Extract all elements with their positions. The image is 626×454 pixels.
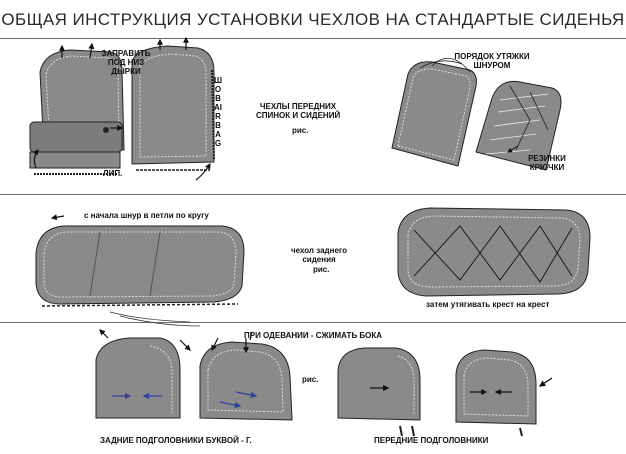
front-covers-caption-line-1: ЧЕХЛЫ ПЕРЕДНИХ [259,102,337,111]
page-title: ОБЩАЯ ИНСТРУКЦИЯ УСТАНОВКИ ЧЕХЛОВ НА СТА… [1,10,625,29]
rear-headrest-1-illustration [95,329,191,419]
rear-headrest-2-illustration [199,337,293,421]
front-seat-back-rear-illustration [131,36,215,181]
squeeze-arrow [249,331,253,341]
lacing-order-line-2: ШНУРОМ [473,61,511,70]
divider-lower [0,322,626,323]
rear-seat-caption-line-1: чехол заднего [290,246,348,255]
figure-label-2: рис. [313,265,330,274]
front-headrests-caption: ПЕРЕДНИЕ ПОДГОЛОВНИКИ [374,436,489,445]
divider-middle [0,194,626,195]
front-covers-caption: ЧЕХЛЫ ПЕРЕДНИХ СПИНОК И СИДЕНИЙ [256,102,340,120]
loop-note: с начала шнур в петли по кругу [84,211,209,220]
rear-seat-lacing-illustration [397,207,591,297]
tuck-label-line-3: ДЫРКИ [111,67,141,76]
lacing-order-line-1: ПОРЯДОК УТЯЖКИ [454,52,530,61]
tuck-label-line-2: ПОД НИЗ [107,58,145,67]
rear-seat-caption: чехол заднего сидения [284,246,354,264]
tuck-label-line-1: ЗАПРАВИТЬ [101,49,151,58]
hooks-label-line-2: КРЮЧКИ [529,163,565,172]
figure-label-1: рис. [292,126,309,135]
rear-seat-caption-line-2: сидения [302,255,336,264]
front-covers-caption-line-2: СПИНОК И СИДЕНИЙ [256,111,341,120]
figure-label-3: рис. [302,375,319,384]
airbag-seam-label: ШОВ AIRBAG [213,76,223,148]
rear-seat-cover-illustration [35,214,245,327]
front-headrest-2-illustration [455,349,553,437]
lacing-order-label: ПОРЯДОК УТЯЖКИ ШНУРОМ [452,52,532,70]
lacing-seat-back-illustration [391,58,562,171]
velcro-label: ЛИП. [103,169,123,178]
divider-top [0,38,626,39]
front-headrest-1-illustration [337,347,421,437]
hooks-label: РЕЗИНКИ КРЮЧКИ [522,154,572,172]
rear-headrests-caption: ЗАДНИЕ ПОДГОЛОВНИКИ БУКВОЙ - Г. [100,436,252,445]
tuck-label: ЗАПРАВИТЬ ПОД НИЗ ДЫРКИ [96,49,156,76]
front-seat-back-illustration [29,42,125,175]
hooks-label-line-1: РЕЗИНКИ [528,154,566,163]
cross-note: затем утягивать крест на крест [426,300,550,309]
squeeze-note: ПРИ ОДЕВАНИИ - СЖИМАТЬ БОКА [244,331,383,340]
